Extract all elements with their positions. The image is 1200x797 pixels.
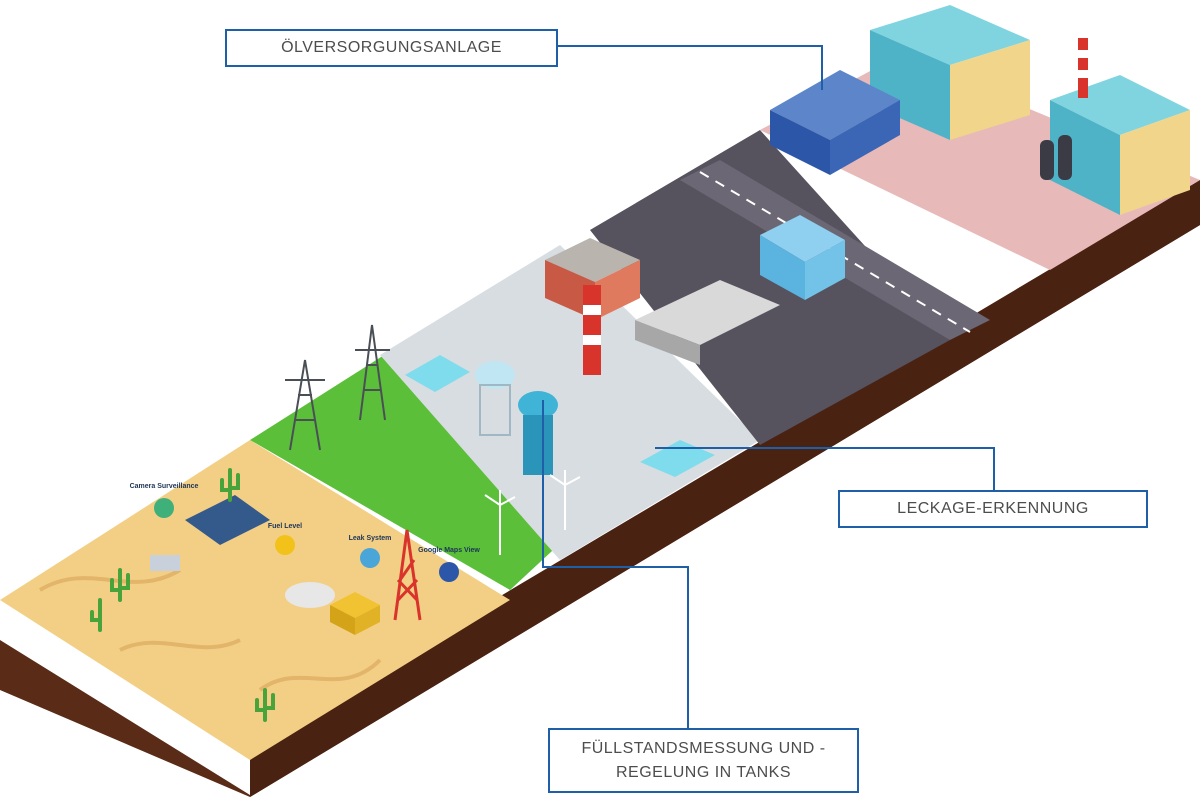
storage-tank bbox=[1040, 140, 1054, 180]
oil-supply-callout: ÖLVERSORGUNGSANLAGE bbox=[225, 29, 558, 67]
fuel-level-badge-label: Fuel Level bbox=[268, 523, 302, 530]
leak-callout-leader bbox=[655, 447, 995, 490]
power-plant-left bbox=[545, 260, 595, 320]
level-measurement-label-line2: REGELUNG IN TANKS bbox=[615, 763, 792, 781]
office-building-right bbox=[1120, 110, 1190, 215]
water-tower-blue bbox=[518, 391, 558, 419]
map-pin-badge-label: Google Maps View bbox=[418, 547, 480, 554]
map-pin-badge-icon bbox=[439, 562, 459, 582]
camera-station bbox=[150, 555, 180, 571]
water-basin bbox=[405, 355, 470, 392]
level-measurement-callout: FÜLLSTANDSMESSUNG UND - REGELUNG IN TANK… bbox=[548, 728, 859, 793]
hq-building-right bbox=[950, 40, 1030, 140]
utility-plaza bbox=[380, 245, 760, 560]
power-plant-right bbox=[595, 260, 640, 320]
terrain-base-side bbox=[0, 180, 1200, 797]
helipad-building bbox=[760, 215, 845, 262]
plant-chimney bbox=[583, 285, 601, 375]
water-tower bbox=[475, 361, 515, 389]
level-measurement-label-line1: FÜLLSTANDSMESSUNG UND - bbox=[581, 740, 826, 758]
solar-panel-array bbox=[185, 495, 270, 545]
red-white-chimney bbox=[1078, 38, 1088, 98]
water-basin bbox=[640, 440, 715, 477]
power-pylon bbox=[285, 359, 325, 451]
fuel-level-badge-icon bbox=[275, 535, 295, 555]
wind-turbine bbox=[549, 470, 581, 530]
leak-detection-label: LECKAGE-ERKENNUNG bbox=[897, 500, 1089, 518]
leak-badge-label: Leak System bbox=[349, 535, 392, 542]
leak-detection-callout: LECKAGE-ERKENNUNG bbox=[838, 490, 1148, 528]
office-building-left bbox=[1050, 100, 1120, 215]
warehouse-side bbox=[635, 320, 700, 365]
fuel-tank bbox=[285, 582, 335, 608]
hq-building-top bbox=[870, 5, 1030, 65]
cactus bbox=[90, 598, 102, 632]
leak-badge-icon bbox=[360, 548, 380, 568]
oil-facility-left bbox=[770, 110, 830, 175]
warehouse-roof bbox=[635, 280, 780, 345]
desert-zone bbox=[0, 440, 510, 760]
power-pylon bbox=[355, 324, 390, 421]
radio-tower bbox=[393, 529, 422, 621]
wind-turbine bbox=[484, 490, 516, 555]
camera-badge-label: Camera Surveillance bbox=[130, 483, 199, 490]
oil-supply-label: ÖLVERSORGUNGSANLAGE bbox=[281, 39, 502, 57]
oil-callout-leader bbox=[558, 45, 823, 90]
level-callout-leader bbox=[542, 400, 689, 728]
paved-zone bbox=[590, 130, 950, 445]
cactus bbox=[110, 568, 130, 602]
power-plant-roof bbox=[545, 238, 640, 282]
cactus bbox=[220, 468, 240, 502]
oil-facility-right bbox=[830, 100, 900, 175]
road-marking bbox=[699, 171, 971, 333]
camera-badge-icon bbox=[154, 498, 174, 518]
oil-facility-roof bbox=[770, 70, 900, 140]
terrain-base-side-shade bbox=[250, 180, 1200, 797]
cactus bbox=[255, 688, 275, 722]
storage-tank bbox=[1058, 135, 1072, 180]
